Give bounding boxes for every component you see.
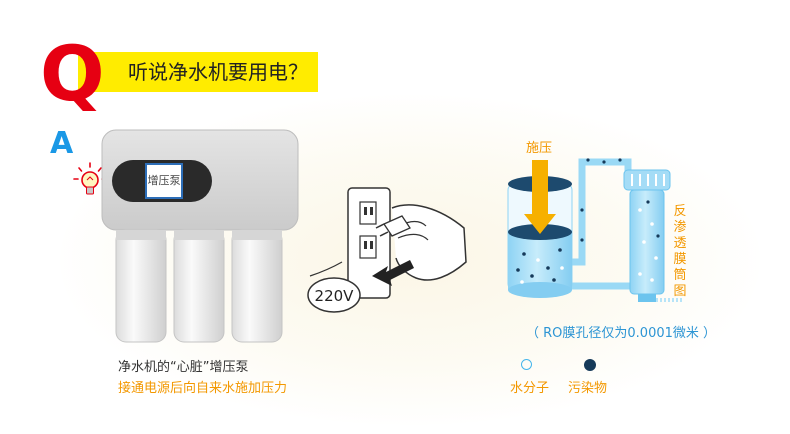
inlet-pipe [572,158,632,266]
water-molecule-icon [521,359,532,370]
question-title: 听说净水机要用电？ [128,60,308,84]
answer-letter: A [50,126,74,161]
membrane-label: 反 渗 透 膜 筒 图 [673,204,687,299]
wall-outlet [347,187,391,299]
legend-pollutant: 污染物 [568,381,608,396]
voltage-bubble [307,277,361,313]
voltage-label: 220V [315,287,355,305]
question-bar [78,52,318,92]
pore-size-note: （ RO膜孔径仅为0.0001微米 ） [526,326,717,341]
legend-water: 水分子 [510,381,550,396]
pump-caption: 净水机的“心脏”增压泵 [118,360,249,375]
lightbulb-icon [73,162,107,195]
pressure-arrow-icon [524,160,556,234]
question-letter: Q [40,29,105,118]
pressure-label: 施压 [526,141,553,156]
arrow-icon [372,260,414,286]
pump-panel-text: 增压泵 [148,173,181,187]
ro-diagram [507,158,684,302]
water-purifier: 增压泵 [101,129,299,343]
pollutant-icon [584,359,596,371]
filter-cartridges [115,229,283,343]
plug [383,215,411,237]
membrane-column [629,189,665,295]
power-outlet-illustration: 220V [307,187,467,313]
pump-caption-highlight: 接通电源后向自来水施加压力 [118,381,288,396]
